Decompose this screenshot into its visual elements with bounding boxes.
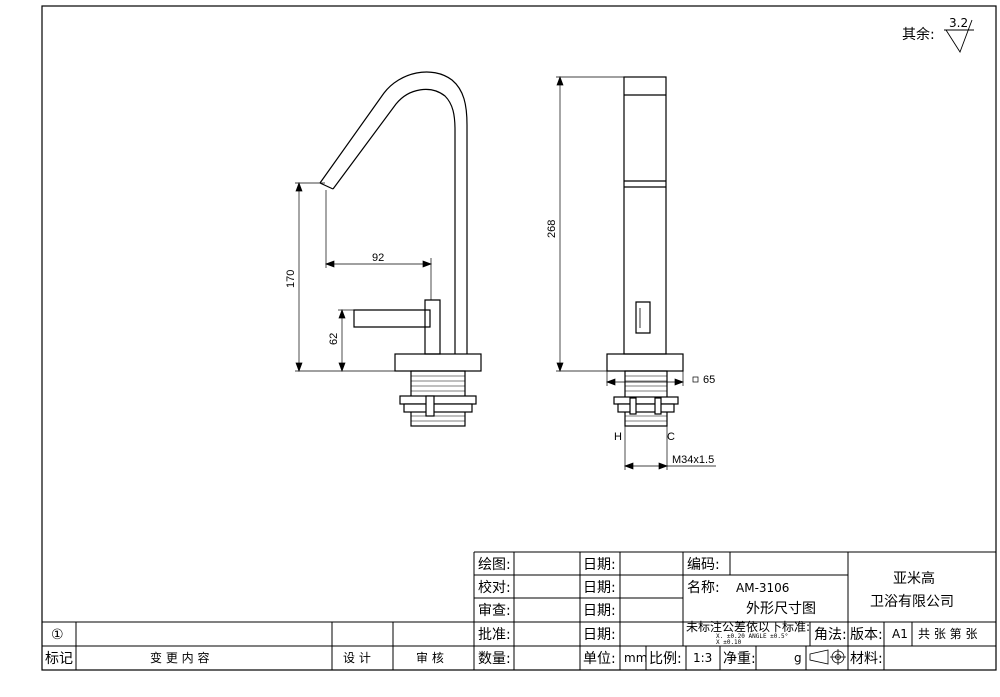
scale-value: 1:3 [693,651,712,665]
design-label: 设 计 [343,651,371,665]
spout-outlet [319,182,334,190]
approved-label: 批准: [478,627,511,643]
hot-inlet-stub [629,397,637,415]
dim-base-width: 65 [703,374,715,386]
dim-total-height: 268 [546,220,558,238]
side-view [606,76,684,427]
tolerance-x: X. ±0.20 ANGLE ±0.5° [716,633,788,640]
cold-inlet-stub [654,397,662,415]
change-content-label: 变 更 内 容 [150,650,209,665]
surface-finish-note: 其余: 3.2 [902,16,974,54]
dim-spout-reach: 92 [372,252,384,264]
code-label: 编码: [687,557,720,573]
drawn-label: 绘图: [478,557,511,573]
unit-value: mm [624,651,647,665]
product-code: AM-3106 [736,581,789,595]
tolerance-xx: X ±0.10 [716,639,742,646]
spout-inner-contour [332,88,456,354]
review-label: 审 核 [416,650,444,665]
date-label-1: 日期: [583,557,616,573]
spout-outer-contour [319,71,468,354]
square-symbol [692,376,699,383]
label-cold: C [667,431,675,443]
name-label: 名称: [687,580,720,596]
material-label: 材料: [850,651,883,667]
dim-lever-height: 62 [328,333,340,345]
inlet-hose-stub [425,395,435,417]
quantity-label: 数量: [478,651,511,667]
base-plate [394,353,482,372]
checked-label: 校对: [478,579,511,596]
label-hot: H [614,431,622,443]
reviewed-label: 审查: [478,603,511,619]
front-view [319,71,482,427]
surface-finish-value: 3.2 [949,16,968,30]
net-weight-label: 净重: [723,651,756,667]
mark-label: 标记 [45,651,73,667]
date-label-4: 日期: [583,627,616,643]
lever-slot [635,301,651,334]
surface-finish-symbol [944,19,974,54]
side-base-plate [606,353,684,372]
sheets-label: 共 张 第 张 [918,627,977,641]
version-value: A1 [892,627,908,641]
title-block-lines [42,551,996,670]
company-line1: 亚米高 [893,570,935,587]
scale-label: 比例: [649,651,682,667]
company-line2: 卫浴有限公司 [870,594,954,610]
side-nut [617,403,675,413]
side-washer [613,396,679,405]
drawing-name: 外形尺寸图 [746,601,816,617]
dim-thread: M34x1.5 [672,454,714,466]
body-column [623,76,667,355]
dim-spout-height: 170 [285,270,297,288]
mounting-washer [399,395,477,405]
projection-label: 角法: [814,627,847,643]
weight-unit: g [794,651,802,665]
mounting-nut [403,403,473,413]
lever-handle [353,309,431,328]
version-label: 版本: [850,627,883,643]
front-view-dimensions [295,182,432,372]
date-label-3: 日期: [583,603,616,619]
projection-symbol [809,649,846,665]
drawing-frame [41,5,997,671]
surface-finish-label: 其余: [902,26,935,43]
revision-symbol: ① [51,627,64,643]
tolerance-title: 未标注公差依以下标准: [686,619,810,634]
side-view-dimensions [556,76,716,470]
date-label-2: 日期: [583,580,616,596]
unit-label: 单位: [583,651,616,667]
